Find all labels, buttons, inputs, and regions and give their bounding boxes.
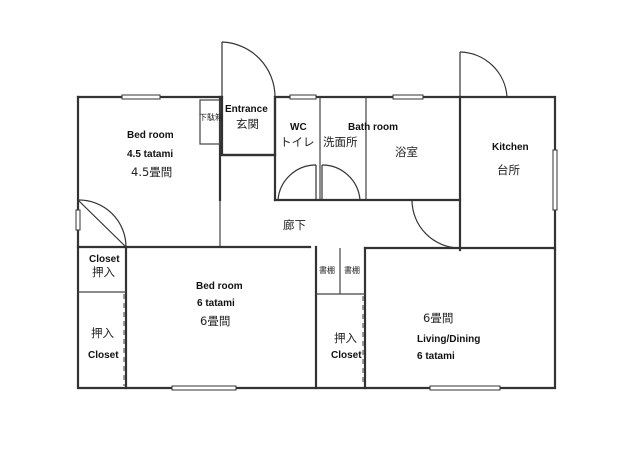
bath-en: Bath room	[348, 122, 398, 133]
closet-left-top-jp: 押入	[92, 265, 115, 279]
closet-mid-en: Closet	[331, 350, 362, 361]
shoebox-jp: 下駄箱	[199, 112, 223, 122]
bedroom-6-en: Bed room	[196, 281, 243, 292]
bedroom-45-en2: 4.5 tatami	[127, 149, 173, 160]
bedroom-6-en2: 6 tatami	[197, 298, 235, 309]
living-jp: 6畳間	[423, 311, 453, 325]
bedroom-45-jp: 4.5畳間	[131, 165, 172, 179]
living-en2: 6 tatami	[417, 351, 455, 362]
wc-jp: トイレ	[280, 135, 315, 149]
bedroom-6-jp: 6畳間	[200, 314, 230, 328]
doors	[77, 41, 508, 249]
washroom-jp: 洗面所	[323, 135, 358, 149]
wc-en: WC	[290, 122, 307, 133]
kitchen-jp: 台所	[497, 163, 520, 177]
closet-mid-jp: 押入	[334, 331, 357, 345]
entrance-en: Entrance	[225, 104, 268, 115]
windows	[75, 94, 558, 391]
shelf-b-jp: 書棚	[344, 265, 360, 275]
bedroom-45-en: Bed room	[127, 130, 174, 141]
room-labels: Bed room 4.5 tatami 4.5畳間 下駄箱 Entrance 玄…	[88, 104, 529, 362]
closet-left-top-en: Closet	[89, 254, 120, 265]
shelf-a-jp: 書棚	[319, 265, 335, 275]
closet-fronts	[123, 294, 364, 386]
closet-left-bottom-jp: 押入	[91, 326, 114, 340]
kitchen-en: Kitchen	[492, 142, 529, 153]
closet-left-bottom-en: Closet	[88, 350, 119, 361]
entrance-jp: 玄関	[236, 117, 259, 131]
hallway-jp: 廊下	[283, 218, 306, 232]
bath-jp: 浴室	[395, 145, 418, 159]
living-en: Living/Dining	[417, 334, 480, 345]
